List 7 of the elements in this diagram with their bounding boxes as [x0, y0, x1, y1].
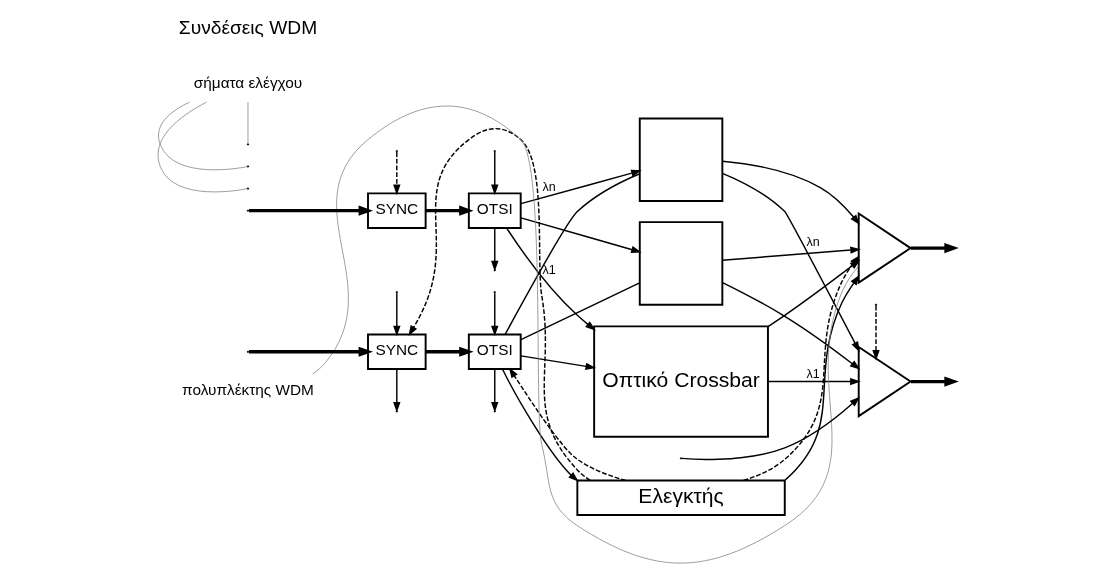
node-text: πολυπλέκτης WDM [182, 380, 314, 398]
label: Συνδέσεις WDM [178, 16, 318, 38]
edge-label: λn [542, 179, 556, 194]
edge-label: λn [806, 234, 820, 249]
edge-label: λ1 [806, 367, 820, 382]
edge-label: λ1 [542, 263, 556, 278]
node-text: σήματα ελέγχου [193, 74, 303, 92]
